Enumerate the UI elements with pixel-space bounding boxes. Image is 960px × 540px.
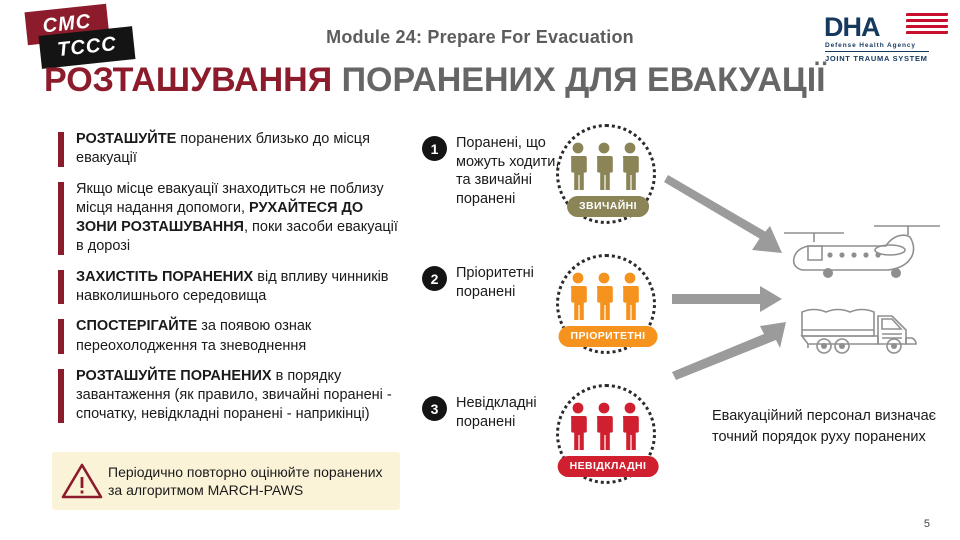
dha-wordmark: DHA — [824, 12, 880, 42]
page-title: РОЗТАШУВАННЯ ПОРАНЕНИХ ДЛЯ ЕВАКУАЦІЇ — [44, 61, 826, 99]
dotted-circle — [556, 254, 656, 354]
list-item-text: за появою ознак переохолодження та знево… — [76, 318, 312, 354]
warning-callout: Періодично повторно оцінюйте поранених з… — [52, 452, 400, 510]
person-icon — [570, 142, 587, 190]
list-item-strong: РУХАЙТЕСЯ ДО ЗОНИ РОЗТАШУВАННЯ — [76, 199, 364, 236]
casualty-group-urgent: 3 Невідкладні поранені НЕВІДКЛАДНІ — [418, 384, 668, 498]
bullet-bar — [58, 368, 64, 423]
group-number-badge: 3 — [422, 396, 447, 421]
list-item: СПОСТЕРІГАЙТЕ за появою ознак переохолод… — [58, 317, 403, 356]
warning-triangle-icon — [60, 461, 104, 501]
person-icon — [622, 402, 639, 450]
dha-subtitle-agency: Defense Health Agency — [825, 42, 916, 49]
group-number-badge: 2 — [422, 266, 447, 291]
person-icon — [596, 142, 613, 190]
evacuation-note: Евакуаційний персонал визначає точний по… — [712, 408, 937, 445]
list-item: Якщо місце евакуації знаходиться не побл… — [58, 180, 403, 257]
person-icon — [622, 142, 639, 190]
casualty-group-routine: 1 Поранені, що можуть ходити, та звичайн… — [418, 124, 668, 238]
person-icon — [596, 272, 613, 320]
module-header-title: Module 24: Prepare For Evacuation — [326, 27, 634, 47]
page-number: 5 — [923, 518, 930, 530]
group-figures: ЗВИЧАЙНІ — [548, 122, 668, 234]
person-icon — [570, 402, 587, 450]
list-item-text: від впливу чинників навколишнього середо… — [76, 268, 389, 304]
list-item-strong: РОЗТАШУЙТЕ — [76, 131, 177, 147]
casualty-group-priority: 2 Пріоритетні поранені ПРІОРИТЕТНІ — [418, 254, 668, 368]
list-item-text: в порядку завантаження (як правило, звич… — [76, 367, 392, 423]
dotted-circle — [556, 124, 656, 224]
list-item: РОЗТАШУЙТЕ поранених близько до місця ев… — [58, 130, 403, 169]
group-label: Поранені, що можуть ходити, та звичайні … — [456, 135, 560, 207]
figure-row — [568, 268, 640, 322]
list-item-strong: ЗАХИСТІТЬ ПОРАНЕНИХ — [76, 268, 254, 285]
person-icon — [622, 272, 639, 320]
group-number-badge: 1 — [422, 136, 447, 161]
bullet-bar — [58, 181, 64, 255]
star-icon: ★ — [882, 19, 894, 34]
bullet-bar — [58, 319, 64, 354]
bullet-list: РОЗТАШУЙТЕ поранених близько до місця ев… — [58, 130, 403, 436]
flag-icon — [906, 12, 948, 34]
person-icon — [596, 402, 613, 450]
group-figures: НЕВІДКЛАДНІ — [548, 382, 668, 494]
group-figures: ПРІОРИТЕТНІ — [548, 252, 668, 364]
truck-icon — [790, 300, 940, 360]
status-badge: НЕВІДКЛАДНІ — [557, 456, 659, 477]
helicopter-icon — [778, 218, 948, 284]
list-item-lead: Якщо місце евакуації знаходиться не побл… — [76, 180, 384, 216]
status-badge: ПРІОРИТЕТНІ — [558, 326, 658, 347]
bullet-bar — [58, 269, 64, 305]
list-item-strong: СПОСТЕРІГАЙТЕ — [76, 318, 198, 335]
dha-logo: DHA ★ Defense Health Agency JOINT TRAUMA… — [824, 8, 948, 68]
page-title-gray: ПОРАНЕНИХ ДЛЯ ЕВАКУАЦІЇ — [341, 61, 826, 99]
list-item: РОЗТАШУЙТЕ ПОРАНЕНИХ в порядку завантаже… — [58, 367, 403, 425]
page-title-red: РОЗТАШУВАННЯ — [44, 61, 333, 99]
list-item-text: , поки засоби евакуації в дорозі — [76, 219, 398, 255]
list-item: ЗАХИСТІТЬ ПОРАНЕНИХ від впливу чинників … — [58, 268, 403, 307]
dha-subtitle-jts: JOINT TRAUMA SYSTEM — [825, 54, 928, 63]
list-item-text: поранених близько до місця евакуації — [76, 131, 370, 167]
list-item-strong: РОЗТАШУЙТЕ ПОРАНЕНИХ — [76, 367, 272, 384]
dha-divider — [825, 51, 929, 52]
figure-row — [568, 138, 640, 192]
group-label: Пріоритетні поранені — [456, 265, 534, 300]
group-label: Невідкладні поранені — [456, 395, 537, 430]
bullet-bar — [58, 132, 64, 167]
person-icon — [570, 272, 587, 320]
dotted-circle — [556, 384, 656, 484]
figure-row — [568, 398, 640, 452]
status-badge: ЗВИЧАЙНІ — [567, 196, 649, 217]
warning-text: Періодично повторно оцінюйте поранених з… — [108, 463, 383, 498]
